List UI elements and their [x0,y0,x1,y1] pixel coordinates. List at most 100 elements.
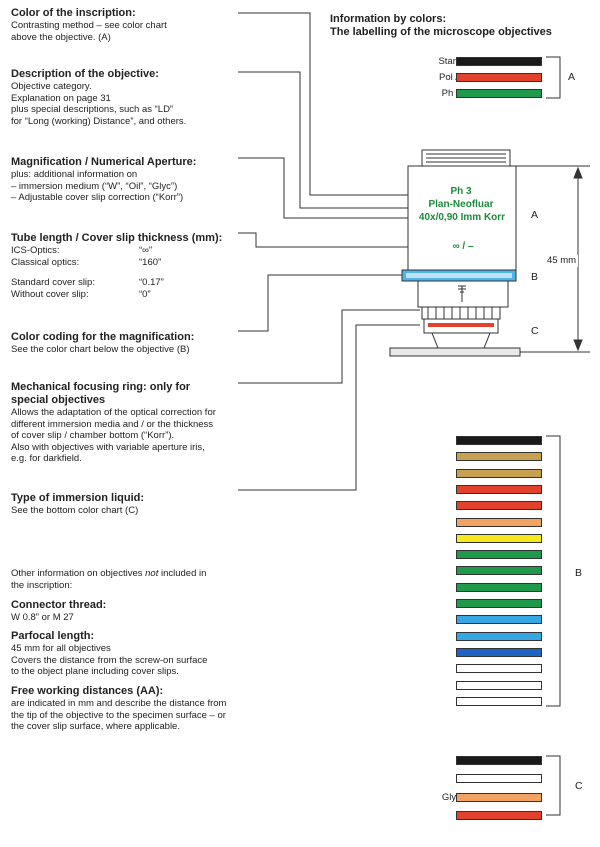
leader-colorcoding [238,274,402,332]
legend-c-swatch [456,792,542,802]
objective-line-3: 40x/0,90 Imm Korr [418,212,506,223]
legend-b-swatch [456,582,542,592]
description-line: plus special descriptions, such as “LD” [11,104,174,115]
legend-b-swatch [456,468,542,478]
legend-c-swatch [456,774,542,784]
description-title: Description of the objective: [11,68,159,80]
legend-b-swatch [456,696,542,706]
focusing-title: Mechanical focusing ring: only for [11,381,191,393]
tube-block: Tube length / Cover slip thickness (mm):… [11,232,241,300]
inscription-line: Contrasting method – see color chart [11,20,167,31]
tube-row-label: Without cover slip: [11,288,89,300]
working-title: Free working distances (AA): [11,685,164,697]
magnification-line: plus: additional information on [11,169,138,180]
leader-inscription [238,12,420,196]
leader-description [238,71,420,209]
leader-magnification [238,157,420,219]
parfocal-line: to the object plane including cover slip… [11,666,179,677]
focusing-line: e.g. for darkfield. [11,453,82,464]
tube-row-value: “∞” [139,245,153,256]
focusing-line: different immersion media and / or the t… [11,418,214,430]
legend-a-swatch [456,57,542,66]
legend-b-swatch [456,599,542,608]
thread-line: W 0.8” or M 27 [11,612,74,623]
other-line: Other information on objectives not incl… [11,568,207,579]
objective-line-4: ∞ / – [452,241,474,252]
legend-c-swatch [456,756,542,765]
colorcoding-block: Color coding for the magnification: See … [11,331,194,356]
objective-label-a: A [531,209,539,221]
tube-row-value: “160” [139,256,162,268]
magnification-title: Magnification / Numerical Aperture: [11,156,197,168]
magnification-line: – Adjustable cover slip correction (“Kor… [11,192,184,203]
description-line: Objective category. [11,81,92,92]
objective-label-c: C [531,325,539,337]
leader-immersion [238,324,420,491]
tube-row-label: Classical optics: [11,256,80,268]
legend-b-swatch [456,517,542,527]
tube-row-label: ICS-Optics: [11,245,60,256]
right-title: Information by colors: [330,13,447,25]
legend-c-letter: C [575,780,583,792]
other-line: the inscription: [11,579,73,591]
legend-b-swatch [456,550,542,560]
legend-b-swatch [456,680,542,690]
thread-title: Connector thread: [11,599,107,611]
legend-b-swatch [456,484,542,494]
legend-b-swatch [456,436,542,445]
magnification-block: Magnification / Numerical Aperture: plus… [11,156,196,204]
focusing-line: Allows the adaptation of the optical cor… [11,407,216,418]
legend-c-swatch [456,810,542,820]
immersion-line: See the bottom color chart (C) [11,505,139,516]
parfocal-line: 45 mm for all objectives [11,643,111,654]
legend-b-swatch [456,533,542,543]
tube-row-value: “0” [139,288,151,300]
description-line: Explanation on page 31 [11,92,111,104]
legend-b-swatch [456,615,542,625]
focusing-line: Also with objectives with variable apert… [11,441,205,453]
focusing-line: of cover slip / chamber bottom (“Korr”). [11,430,175,441]
other-block: Other information on objectives not incl… [11,568,206,591]
objective-line-2: Plan-Neofluar [428,199,494,210]
inscription-block: Color of the inscription: Contrasting me… [11,7,167,43]
legend-b-swatch [456,664,542,674]
leader-focusing [238,309,420,384]
right-subtitle: The labelling of the microscope objectiv… [330,26,552,38]
immersion-block: Type of immersion liquid: See the bottom… [11,492,144,517]
thread-block: Connector thread: W 0.8” or M 27 [11,599,106,624]
legend-b-swatch [456,452,542,462]
tube-row-label: Standard cover slip: [11,277,95,288]
description-block: Description of the objective: Objective … [11,68,186,127]
colorcoding-title: Color coding for the magnification: [11,331,195,343]
objective-band-c [428,323,494,327]
legend-a-letter: A [568,71,576,83]
focusing-title: special objectives [11,394,106,406]
dimension-label: 45 mm [545,255,579,267]
inscription-title: Color of the inscription: [11,7,136,19]
parfocal-line: Covers the distance from the screw-on su… [11,654,208,666]
inscription-line: above the objective. (A) [11,31,111,43]
focusing-block: Mechanical focusing ring: only for speci… [11,381,216,465]
objective-label-b: B [531,271,539,283]
magnification-line: – immersion medium (“W”, “Oil”, “Glyc”) [11,180,178,192]
parfocal-title: Parfocal length: [11,630,95,642]
legend-a-swatch [456,89,542,98]
colorcoding-line: See the color chart below the objective … [11,344,190,355]
description-line: for “Long (working) Distance”, and other… [11,115,187,127]
tube-title: Tube length / Cover slip thickness (mm): [11,232,223,244]
tube-row-value: “0.17” [139,277,164,288]
legend-b-swatch [456,631,542,641]
parfocal-block: Parfocal length: 45 mm for all objective… [11,630,207,678]
working-line: are indicated in mm and describe the dis… [11,698,227,709]
working-line: the cover slip surface, where applicable… [11,721,180,732]
legend-b-letter: B [575,567,583,579]
objective-line-1: Ph 3 [450,186,472,197]
legend-b-swatch [456,566,542,576]
working-block: Free working distances (AA): are indicat… [11,685,226,733]
working-line: the tip of the objective to the specimen… [11,709,226,721]
